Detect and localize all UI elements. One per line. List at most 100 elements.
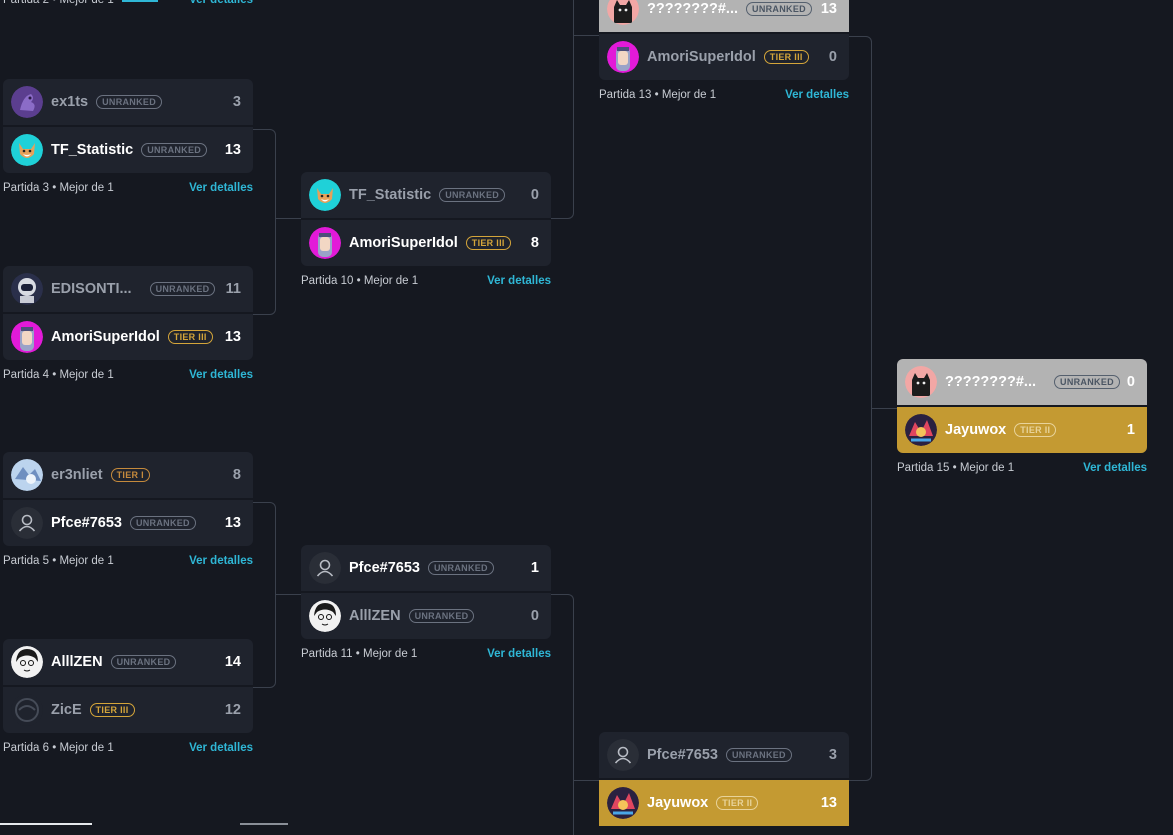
rank-badge: TIER II [716, 796, 759, 810]
scroll-edge [240, 823, 288, 825]
match-meta: Partida 2 • Mejor de 1 Ver detalles [3, 0, 253, 10]
rank-badge: UNRANKED [110, 655, 177, 669]
rank-badge: TIER III [465, 236, 511, 250]
player-name: ????????#... [945, 374, 1037, 390]
winter-avatar [11, 459, 43, 491]
player-row[interactable]: ????????#... UNRANKED 13 [599, 0, 849, 34]
player-score: 0 [530, 187, 539, 203]
match-info: Partida 4 • Mejor de 1 [3, 369, 114, 381]
rank-badge: UNRANKED [141, 143, 208, 157]
player-score: 1 [530, 560, 539, 576]
player-name: ????????#... [647, 1, 739, 17]
player-row[interactable]: EDISONTI... UNRANKED 11 [3, 266, 253, 314]
player-name: Jayuwox [945, 422, 1007, 438]
sketch-face-avatar [309, 600, 341, 632]
player-score: 11 [225, 281, 241, 297]
match-meta: Partida 15 • Mejor de 1 Ver detalles [897, 462, 1147, 478]
match-info: Partida 5 • Mejor de 1 [3, 555, 114, 567]
player-row[interactable]: AlllZEN UNRANKED 14 [3, 639, 253, 687]
details-link[interactable]: Ver detalles [487, 648, 551, 660]
player-row[interactable]: AmoriSuperIdol TIER III 13 [3, 314, 253, 360]
sketch-face-avatar [11, 646, 43, 678]
rank-badge: UNRANKED [725, 748, 792, 762]
match-info: Partida 10 • Mejor de 1 [301, 275, 419, 287]
rank-badge: UNRANKED [96, 95, 162, 109]
player-name: AlllZEN [349, 608, 401, 624]
player-score: 1 [1126, 422, 1135, 438]
anime-girl-avatar [11, 321, 43, 353]
details-link[interactable]: Ver detalles [189, 369, 253, 381]
bracket-connector [253, 129, 276, 315]
fox-avatar [309, 179, 341, 211]
rank-badge: UNRANKED [427, 561, 494, 575]
black-cat-avatar [607, 0, 639, 25]
match-card-4: EDISONTI... UNRANKED 11 AmoriSuperIdol T… [3, 266, 253, 381]
match-meta: Partida 13 • Mejor de 1 Ver detalles [599, 89, 849, 105]
player-name: Pfce#7653 [349, 560, 420, 576]
player-row[interactable]: Jayuwox TIER II 13 [599, 780, 849, 826]
bracket-connector [849, 36, 872, 781]
match-info: Partida 11 • Mejor de 1 [301, 648, 418, 660]
highlight-bar [122, 0, 158, 2]
player-name: ZicE [51, 702, 82, 718]
player-name: Pfce#7653 [51, 515, 122, 531]
details-link[interactable]: Ver detalles [487, 275, 551, 287]
player-row[interactable]: TF_Statistic UNRANKED 0 [301, 172, 551, 220]
player-row[interactable]: AmoriSuperIdol TIER III 0 [599, 34, 849, 80]
bracket-connector [551, 0, 574, 219]
player-score: 13 [224, 329, 241, 345]
player-row[interactable]: ZicE TIER III 12 [3, 687, 253, 733]
match-card-3: ex1ts UNRANKED 3 TF_Statistic UNRANKED 1… [3, 79, 253, 194]
match-meta: Partida 3 • Mejor de 1 Ver detalles [3, 182, 253, 198]
player-score: 0 [530, 608, 539, 624]
match-card-6: AlllZEN UNRANKED 14 ZicE TIER III 12 Par… [3, 639, 253, 754]
player-name: EDISONTI... [51, 281, 132, 297]
player-row[interactable]: Pfce#7653 UNRANKED 13 [3, 500, 253, 546]
match-info: Partida 3 • Mejor de 1 [3, 182, 114, 194]
match-meta: Partida 11 • Mejor de 1 Ver detalles [301, 648, 551, 664]
details-link[interactable]: Ver detalles [189, 555, 253, 567]
player-row[interactable]: ex1ts UNRANKED 3 [3, 79, 253, 127]
bracket-connector [253, 502, 276, 688]
scroll-edge [0, 823, 92, 825]
default-user-avatar [11, 507, 43, 539]
details-link[interactable]: Ver detalles [189, 742, 253, 754]
player-name: AmoriSuperIdol [349, 235, 458, 251]
anime-girl-avatar [309, 227, 341, 259]
rank-badge: UNRANKED [439, 188, 506, 202]
default-user-avatar [309, 552, 341, 584]
details-link[interactable]: Ver detalles [189, 182, 253, 194]
player-name: Pfce#7653 [647, 747, 718, 763]
player-name: AmoriSuperIdol [647, 49, 756, 65]
player-score: 3 [232, 94, 241, 110]
player-row[interactable]: TF_Statistic UNRANKED 13 [3, 127, 253, 173]
details-link[interactable]: Ver detalles [785, 89, 849, 101]
match-card-10: TF_Statistic UNRANKED 0 AmoriSuperIdol T… [301, 172, 551, 287]
player-name: TF_Statistic [51, 142, 134, 158]
bracket-connector [551, 594, 574, 835]
player-row[interactable]: Jayuwox TIER II 1 [897, 407, 1147, 453]
rank-badge: TIER III [89, 703, 135, 717]
match-card-14: Pfce#7653 UNRANKED 3 Jayuwox TIER II 13 [599, 732, 849, 826]
player-row[interactable]: Pfce#7653 UNRANKED 3 [599, 732, 849, 780]
purple-dragon-avatar [11, 86, 43, 118]
player-row[interactable]: AmoriSuperIdol TIER III 8 [301, 220, 551, 266]
bracket-connector [872, 408, 897, 409]
player-row[interactable]: ????????#... UNRANKED 0 [897, 359, 1147, 407]
player-row[interactable]: er3nliet TIER I 8 [3, 452, 253, 500]
details-link[interactable]: Ver detalles [1083, 462, 1147, 474]
player-score: 14 [224, 654, 241, 670]
player-score: 12 [224, 702, 241, 718]
astronaut-avatar [11, 273, 43, 305]
details-link[interactable]: Ver detalles [189, 0, 253, 6]
rank-badge: TIER III [763, 50, 809, 64]
player-name: AmoriSuperIdol [51, 329, 160, 345]
player-score: 8 [232, 467, 241, 483]
player-row[interactable]: AlllZEN UNRANKED 0 [301, 593, 551, 639]
player-score: 8 [530, 235, 539, 251]
match-meta: Partida 5 • Mejor de 1 Ver detalles [3, 555, 253, 571]
default-user-avatar [607, 739, 639, 771]
bracket-connector [574, 780, 599, 781]
player-row[interactable]: Pfce#7653 UNRANKED 1 [301, 545, 551, 593]
match-card-15: ????????#... UNRANKED 0 Jayuwox TIER II … [897, 359, 1147, 474]
